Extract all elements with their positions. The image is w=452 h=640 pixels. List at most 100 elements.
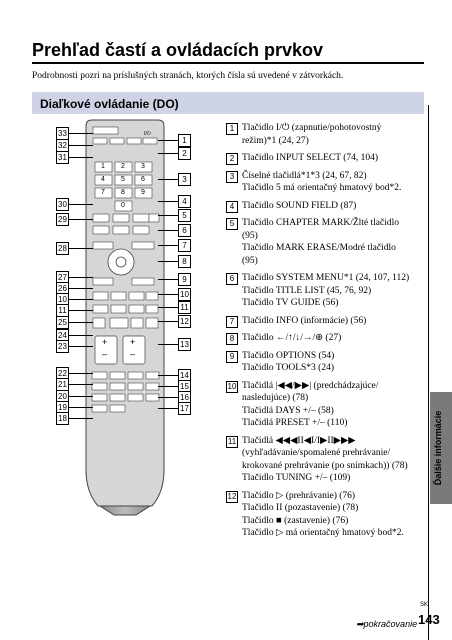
callout-left: 18 [56,412,69,425]
channel-minus-label: – [130,349,136,359]
channel-rocker [122,335,146,365]
key-1-label: 1 [101,163,105,170]
callout-right: 12 [178,315,191,328]
volume-minus-label: – [102,349,108,359]
item-line: Tlačidlá DAYS +/– (58) [242,405,334,416]
item-line: Číselné tlačidlá*1*3 (24, 67, 82) [242,170,367,181]
callout-right: 8 [178,255,191,268]
item-line: Tlačidlo TV GUIDE (56) [242,298,339,308]
item-line: Tlačidlá |◀◀/▶▶| (predchádzajúce/ [242,380,379,391]
key-9-label: 9 [141,189,145,196]
item-line: (95) [242,255,258,266]
language-code: SK [420,602,429,608]
button-descriptions: 1 Tlačidlo I/⏻ (zapnutie/pohotovostný re… [226,122,426,545]
item-number: 4 [226,200,238,213]
item-line: Tlačidlo MARK ERASE/Modré tlačidlo [242,243,396,253]
item-line: Tlačidlo TOOLS*3 (24) [242,363,334,373]
item-line: krokované prehrávanie (po snímkach)) (78… [242,460,408,471]
item-line: Tlačidlá ◀◀◀II◀I/I▶II▶▶▶ [242,435,356,446]
description-item: 4 Tlačidlo SOUND FIELD (87) [226,200,426,213]
description-item: 1 Tlačidlo I/⏻ (zapnutie/pohotovostný re… [226,122,426,147]
description-item: 8 Tlačidlo ←/↑/↓/→/⊕ (27) [226,332,426,345]
callout-left: 27 [56,271,69,284]
description-item: 12 Tlačidlo ▷ (prehrávanie) (76) Tlačidl… [226,490,426,540]
item-line: Tlačidlo 5 má orientačný hmatový bod*2. [242,183,402,193]
item-line: Tlačidlo ▷ (prehrávanie) (76) [242,490,356,501]
item-line: Tlačidlo II (pozastavenie) (78) [242,503,359,513]
item-line: Tlačidlo TITLE LIST (45, 76, 92) [242,285,372,296]
description-item: 6 Tlačidlo SYSTEM MENU*1 (24, 107, 112) … [226,272,426,310]
callout-right: 2 [178,147,191,160]
description-item: 5 Tlačidlo CHAPTER MARK/Žlté tlačidlo (9… [226,217,426,267]
callout-left: 19 [56,401,69,414]
item-line: Tlačidlo SYSTEM MENU*1 (24, 107, 112) [242,273,410,283]
top-button [126,137,142,145]
item-line: Tlačidlo CHAPTER MARK/Žlté tlačidlo [242,218,399,228]
description-item: 7 Tlačidlo INFO (informácie) (56) [226,315,426,328]
item-line: Tlačidlo ▷ má orientačný hmatový bod*2. [242,528,404,538]
continued-label: ➡pokračovanie [356,619,418,629]
section-header: Diaľkové ovládanie (DO) [32,92,424,114]
item-line: Tlačidlo INFO (informácie) (56) [242,315,367,326]
callout-left: 29 [56,213,69,226]
page-title: Prehľad častí a ovládacích prvkov [32,40,324,60]
callout-left: 23 [56,340,69,353]
item-line: nasledujúce) (78) [242,393,309,403]
description-item: 9 Tlačidlo OPTIONS (54) Tlačidlo TOOLS*3… [226,350,426,375]
callout-right: 13 [178,338,191,351]
item-line: Tlačidlo SOUND FIELD (87) [242,200,357,211]
description-item: 2 Tlačidlo INPUT SELECT (74, 104) [226,152,426,165]
callout-right: 9 [178,273,191,286]
callout-right: 5 [178,209,191,222]
callout-left: 30 [56,198,69,211]
channel-plus-label: + [130,337,136,347]
power-button [142,137,158,145]
callout-left: 33 [56,127,69,140]
item-line: Tlačidlo OPTIONS (54) [242,350,335,361]
section-title: Diaľkové ovládanie (DO) [40,97,179,111]
top-button [92,126,119,135]
item-number: 8 [226,333,238,345]
key-3-label: 3 [141,163,145,170]
item-line: Tlačidlá PRESET +/– (110) [242,418,348,428]
power-key-label: I/⏻ [144,131,151,137]
item-number: 7 [226,315,238,328]
item-line: (vyhľadávanie/spomalené prehrávanie/ [242,448,391,458]
callout-right: 6 [178,224,191,237]
key-6-label: 6 [141,176,145,183]
side-tab: Ďalšie informácie [430,392,452,504]
key-7-label: 7 [101,189,105,196]
item-number: 3 [226,170,238,183]
item-line: režim)*1 (24, 27) [242,135,309,146]
item-number: 9 [226,350,238,363]
callout-right: 3 [178,173,191,186]
item-line: Tlačidlo I/⏻ (zapnutie/pohotovostný [242,123,382,133]
item-line: Tlačidlo INPUT SELECT (74, 104) [242,153,379,163]
item-line: Tlačidlo ■ (zastavenie) (76) [242,515,349,526]
callout-right: 10 [178,288,191,301]
title-rule [32,62,424,64]
item-number: 12 [226,490,238,503]
item-line: Tlačidlo TUNING +/– (109) [242,473,351,483]
item-number: 10 [226,380,238,393]
item-number: 11 [226,435,238,448]
item-number: 2 [226,153,238,165]
item-line: Tlačidlo ←/↑/↓/→/⊕ (27) [242,333,342,343]
callout-left: 25 [56,316,69,329]
top-button [109,137,125,145]
callout-right: 1 [178,134,191,147]
description-item: 11 Tlačidlá ◀◀◀II◀I/I▶II▶▶▶ (vyhľadávani… [226,435,426,485]
item-number: 5 [226,218,238,230]
item-number: 1 [226,123,238,135]
key-5-label: 5 [121,176,125,183]
key-8-label: 8 [121,189,125,196]
description-item: 3 Číselné tlačidlá*1*3 (24, 67, 82) Tlač… [226,170,426,195]
key-4-label: 4 [101,176,105,183]
volume-rocker [94,335,118,365]
intro-text: Podrobnosti pozri na príslušných stranác… [32,71,344,81]
callout-left: 31 [56,151,69,164]
callout-right: 4 [178,195,191,208]
key-0-label: 0 [121,202,125,209]
navigation-pad [107,248,135,276]
